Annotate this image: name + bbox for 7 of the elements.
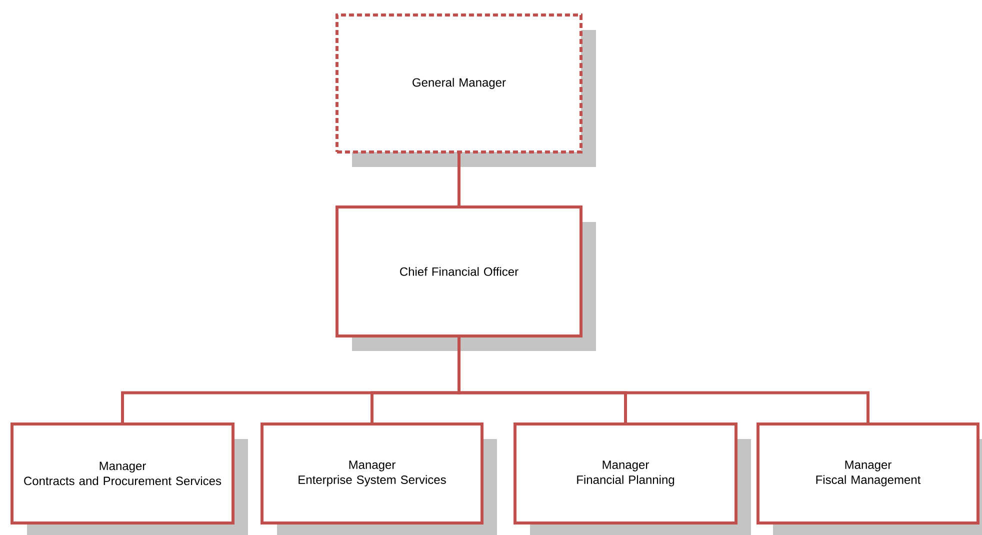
connector-line bbox=[458, 154, 460, 206]
org-box: Manager Fiscal Management bbox=[756, 422, 982, 535]
org-box: General Manager bbox=[336, 14, 596, 167]
org-box: Chief Financial Officer bbox=[336, 206, 596, 351]
org-box: Manager Enterprise System Services bbox=[260, 422, 497, 535]
org-box: Manager Financial Planning bbox=[514, 422, 751, 535]
org-box: Manager Contracts and Procurement Services bbox=[10, 422, 248, 535]
